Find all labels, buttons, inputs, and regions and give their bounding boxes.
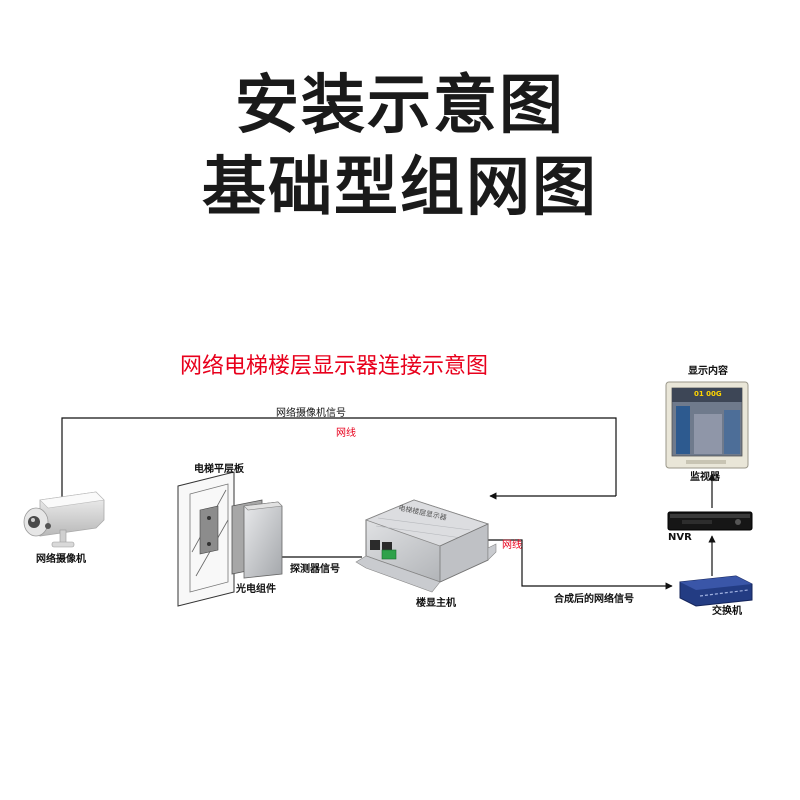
floor-plate-and-photo-component	[177, 471, 283, 607]
floor-plate-label: 电梯平层板	[194, 464, 244, 475]
network-camera	[23, 491, 105, 548]
network-switch	[679, 575, 753, 607]
monitor-label: 监视器	[690, 472, 720, 483]
detector-signal-label: 探测器信号	[290, 564, 340, 575]
camera-label: 网络摄像机	[36, 554, 86, 565]
monitor-screen-text: 01 00G	[694, 390, 722, 398]
camera-signal-line	[61, 417, 617, 500]
diagram-title: 网络电梯楼层显示器连接示意图	[180, 354, 489, 379]
switch-label: 交换机	[712, 606, 742, 617]
cable-label-top: 网线	[336, 428, 356, 439]
merged-signal-label: 合成后的网络信号	[554, 594, 634, 605]
page-title-line2: 基础型组网图	[202, 151, 598, 225]
page-title-line1: 安装示意图	[235, 69, 565, 143]
nvr-label: NVR	[668, 532, 692, 543]
nvr-device	[667, 511, 753, 531]
monitor-device	[665, 381, 749, 469]
photo-component-label: 光电组件	[236, 584, 276, 595]
display-content-label: 显示内容	[688, 366, 728, 377]
cable-label-right: 网线	[502, 540, 522, 551]
floor-display-host	[355, 499, 497, 593]
host-label: 楼显主机	[416, 598, 456, 609]
merged-signal-line	[488, 539, 673, 590]
camera-signal-label: 网络摄像机信号	[276, 408, 346, 419]
